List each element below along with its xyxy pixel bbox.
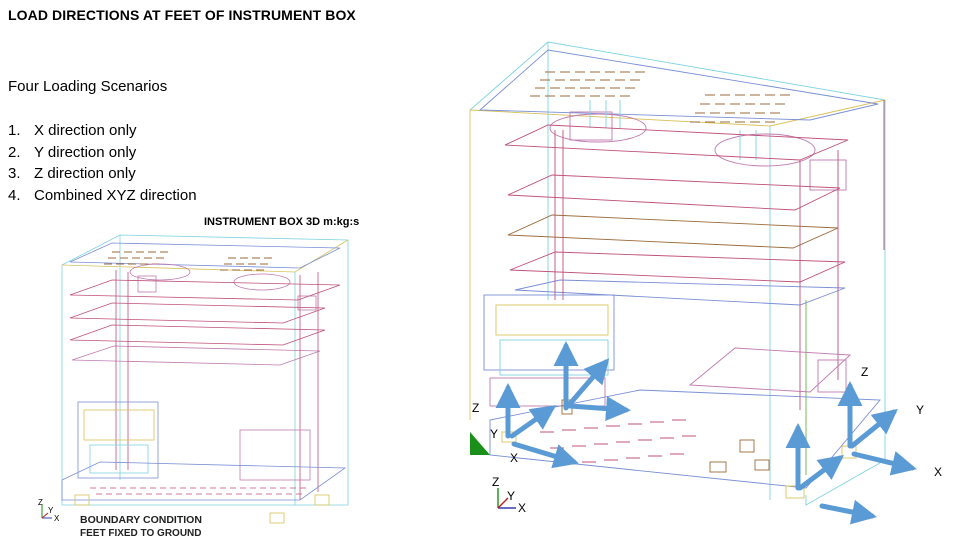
- floor-slot-pattern: [540, 419, 696, 465]
- foot-y-label: Y: [916, 403, 924, 417]
- triad-x-label: X: [54, 514, 60, 523]
- left-figure-title: INSTRUMENT BOX 3D m:kg:s: [204, 216, 360, 228]
- arrow-x-foot3: [851, 451, 917, 476]
- arrow-x-foot2: [511, 441, 579, 469]
- arrow-y-foot1: [565, 358, 610, 409]
- triad-z-label: Z: [492, 475, 499, 489]
- load-arrows: [495, 341, 917, 525]
- list-item: 2.Y direction only: [8, 143, 137, 161]
- boundary-condition-caption: BOUNDARY CONDITION: [80, 514, 202, 526]
- slide-subtitle: Four Loading Scenarios: [8, 78, 168, 95]
- triad-y-label: Y: [507, 489, 515, 503]
- origin-marker: [470, 432, 490, 455]
- axis-z-label: Z: [472, 401, 479, 415]
- triad-x-label: X: [518, 501, 526, 515]
- right-wireframe-model: [469, 41, 886, 506]
- left-perforation-pattern: [104, 251, 272, 271]
- triad-z-label: Z: [38, 498, 43, 507]
- axis-y-label: Y: [490, 427, 498, 441]
- list-item: 3.Z direction only: [8, 165, 136, 182]
- list-item: 4.Combined XYZ direction: [8, 186, 197, 204]
- arrow-y-foot2: [509, 405, 557, 439]
- right-perforation-pattern-1: [530, 71, 645, 97]
- arrow-x-foot4: [819, 499, 877, 525]
- axis-x-label: X: [510, 451, 518, 465]
- triad-y-label: Y: [48, 506, 54, 515]
- foot-z-label: Z: [861, 365, 868, 379]
- slide-title: LOAD DIRECTIONS AT FEET OF INSTRUMENT BO…: [8, 7, 356, 23]
- boundary-condition-subcaption: FEET FIXED TO GROUND: [80, 528, 202, 539]
- right-perforation-pattern-2: [690, 94, 790, 123]
- left-coordinate-triad: Z Y X: [38, 498, 60, 523]
- arrow-x-foot1: [567, 396, 631, 422]
- left-wireframe-model: [61, 234, 349, 524]
- list-item: 1.X direction only: [8, 122, 137, 139]
- foot-x-label: X: [934, 465, 942, 479]
- right-coordinate-triad: Z Y X: [492, 475, 526, 515]
- arrow-y-foot4: [797, 455, 844, 491]
- right-axis-labels: Z Y X Z Y X: [472, 365, 942, 479]
- scenario-list: 1.X direction only 2.Y direction only 3.…: [8, 120, 197, 206]
- arrow-y-foot3: [849, 408, 898, 449]
